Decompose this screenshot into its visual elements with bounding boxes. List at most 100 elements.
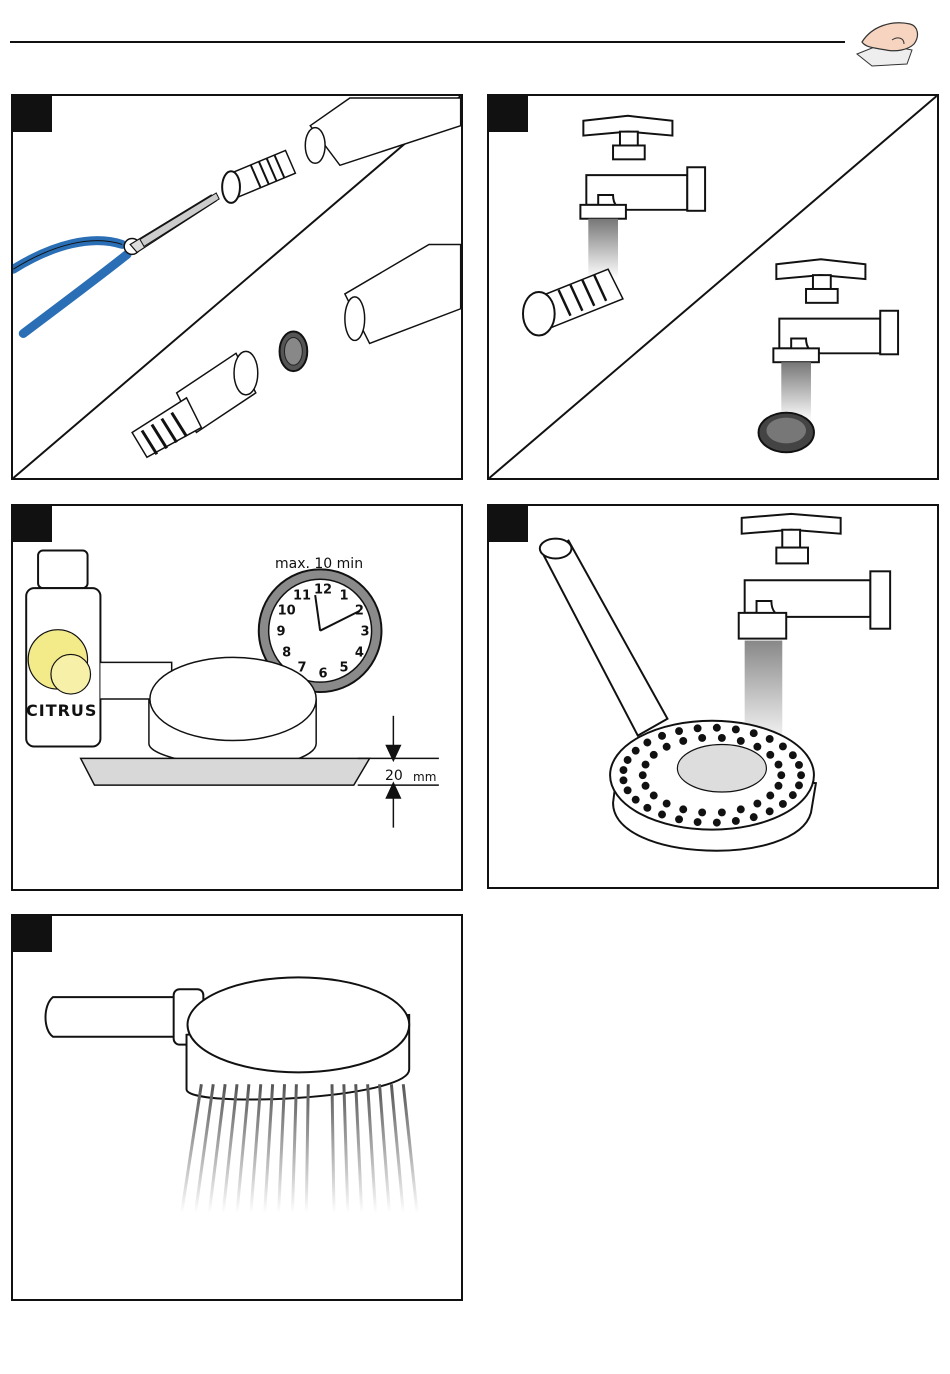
spray-stream: [332, 1084, 334, 1213]
nozzle: [679, 805, 687, 813]
nozzle: [663, 743, 671, 751]
filter-insert-bottom: [132, 351, 258, 457]
nozzle: [732, 725, 740, 733]
spray-stream: [344, 1084, 348, 1213]
step-2-illustration: [489, 96, 937, 478]
nozzle: [643, 804, 651, 812]
spray-stream: [306, 1084, 308, 1213]
spray-stream: [251, 1084, 261, 1213]
step-2-panel: [487, 94, 939, 480]
nozzle: [775, 782, 783, 790]
nozzle: [732, 817, 740, 825]
spray-stream: [380, 1084, 390, 1213]
nozzle: [620, 776, 628, 784]
nozzle: [650, 792, 658, 800]
nozzle: [766, 792, 774, 800]
nozzle: [718, 808, 726, 816]
nozzle: [795, 781, 803, 789]
clock-numeral: 10: [278, 604, 296, 619]
depth-unit: mm: [413, 770, 436, 784]
depth-value: 20: [385, 768, 403, 784]
filter-insert: [523, 269, 623, 335]
step-1-illustration: [13, 96, 461, 478]
step-4-illustration: [489, 506, 937, 887]
nozzle: [753, 743, 761, 751]
spray-stream: [237, 1084, 249, 1213]
spray-stream: [279, 1084, 285, 1213]
nozzle: [663, 800, 671, 808]
nozzle: [632, 796, 640, 804]
spray-stream: [265, 1084, 273, 1213]
clock-numeral: 8: [282, 646, 291, 661]
nozzle: [737, 737, 745, 745]
spray-stream: [356, 1084, 362, 1213]
nozzle: [779, 742, 787, 750]
nozzle: [779, 800, 787, 808]
spray-stream: [403, 1084, 417, 1213]
shower-head-icon: [46, 977, 410, 1099]
clock-numeral: 4: [355, 646, 364, 661]
nozzle: [620, 766, 628, 774]
nozzle: [750, 813, 758, 821]
hand-cleaning-icon: [852, 14, 922, 74]
step-5-panel: [11, 914, 463, 1301]
faucet-icon: [580, 116, 705, 278]
nozzle: [766, 751, 774, 759]
faucet-icon: [739, 514, 890, 750]
clock-numeral: 6: [318, 667, 327, 682]
mesh-screen: [759, 413, 814, 453]
nozzle: [658, 732, 666, 740]
nozzle: [789, 791, 797, 799]
nozzle: [797, 771, 805, 779]
nozzle: [642, 782, 650, 790]
nozzle: [658, 811, 666, 819]
nozzle: [632, 747, 640, 755]
nozzle: [713, 819, 721, 827]
shower-head-icon: [149, 657, 316, 768]
nozzle: [694, 818, 702, 826]
filter-insert-top: [222, 150, 295, 202]
clock-numeral: 3: [360, 625, 369, 640]
clock-numeral: 11: [293, 588, 311, 603]
nozzle: [718, 734, 726, 742]
nozzle: [753, 800, 761, 808]
nozzle: [650, 751, 658, 759]
nozzle: [639, 771, 647, 779]
clock-numeral: 9: [276, 625, 285, 640]
clock-numeral: 1: [339, 588, 348, 603]
nozzle: [679, 737, 687, 745]
nozzle: [698, 734, 706, 742]
nozzle: [775, 761, 783, 769]
pliers-icon: [13, 193, 219, 334]
nozzle: [624, 786, 632, 794]
nozzle: [789, 751, 797, 759]
faucet-icon-2: [773, 259, 898, 421]
nozzle: [777, 771, 785, 779]
header-rule: [10, 41, 845, 43]
step-5-illustration: [13, 916, 461, 1299]
spray-stream: [223, 1084, 237, 1213]
nozzle: [766, 735, 774, 743]
hose-end-top: [310, 98, 460, 165]
nozzle: [737, 805, 745, 813]
mesh-screen: [280, 332, 308, 372]
nozzle: [643, 739, 651, 747]
nozzle: [675, 815, 683, 823]
clock-numeral: 5: [339, 661, 348, 676]
water-tray: [81, 758, 370, 785]
citrus-label: CITRUS: [26, 701, 97, 720]
soak-time-label: max. 10 min: [275, 556, 363, 572]
nozzle: [675, 727, 683, 735]
spray-stream: [368, 1084, 376, 1213]
nozzle: [713, 724, 721, 732]
nozzle: [750, 729, 758, 737]
clock-numeral: 2: [355, 604, 364, 619]
nozzle: [642, 761, 650, 769]
water-spray: [182, 1084, 418, 1213]
clock-numeral: 12: [314, 583, 332, 598]
nozzle: [795, 761, 803, 769]
step-1-panel: [11, 94, 463, 480]
step-4-panel: [487, 504, 939, 889]
nozzle: [766, 807, 774, 815]
